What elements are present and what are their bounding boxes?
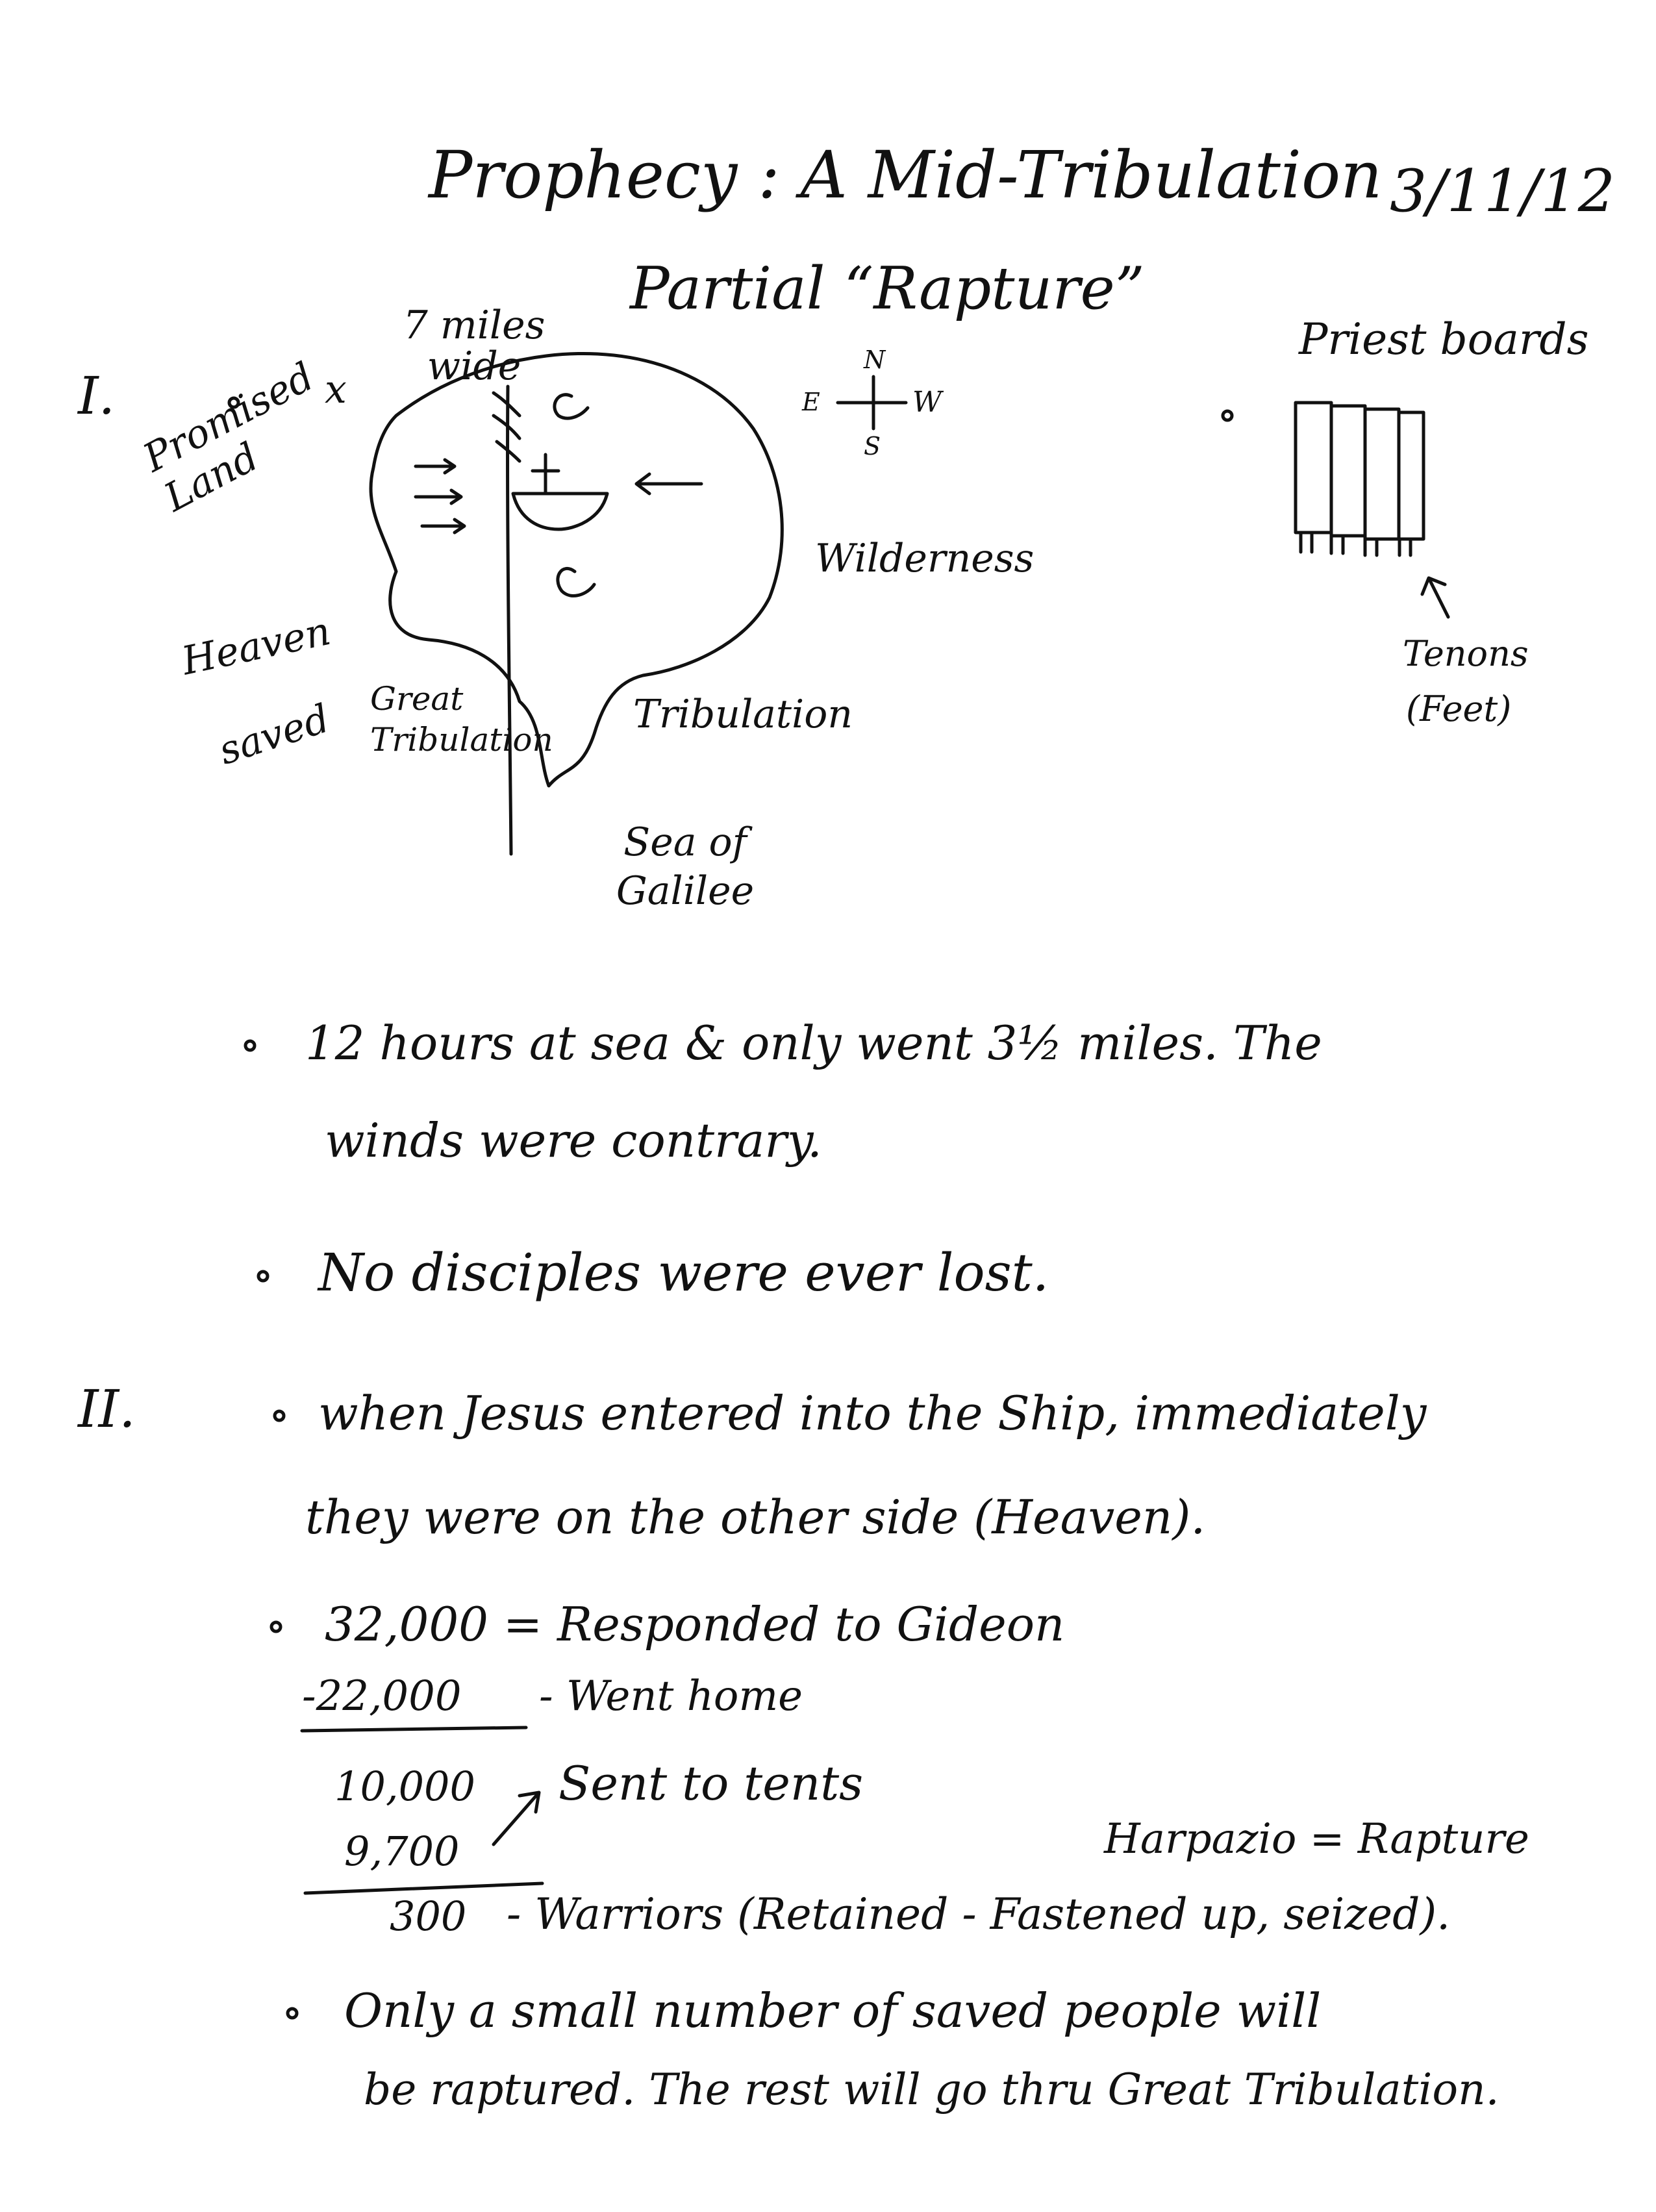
bullet-1-line-2: winds were contrary.: [325, 1113, 822, 1168]
feet-label: (Feet): [1406, 688, 1512, 729]
compass-w: W: [912, 386, 942, 419]
gideon-row-2-number: -22,000: [302, 1672, 462, 1720]
tenons-arrow: [1420, 576, 1450, 619]
section-1-numeral: I.: [78, 366, 116, 426]
great-tribulation-label: Great Tribulation: [370, 680, 553, 759]
harpazio-label: Harpazio = Rapture: [1104, 1815, 1529, 1863]
gideon-row-4-number: 9,700: [344, 1828, 460, 1875]
date: 3/11/12: [1390, 157, 1615, 225]
tenons-label: Tenons: [1403, 633, 1529, 674]
gideon-row-5-number: 300: [390, 1892, 467, 1940]
gideon-row-5-text: - Warriors (Retained - Fastened up, seiz…: [507, 1889, 1451, 1939]
priest-boards-icon: [1294, 401, 1425, 557]
page-title: Prophecy : A Mid-Tribulation: [429, 137, 1383, 213]
gideon-row-3-text: Sent to tents: [558, 1756, 864, 1811]
compass-e: E: [802, 388, 820, 416]
boat: [511, 492, 609, 531]
dividing-line: [506, 384, 513, 856]
cross-mast: [531, 453, 560, 496]
wilderness-label: Wilderness: [815, 536, 1035, 581]
priest-boards-label: Priest boards: [1299, 314, 1589, 364]
compass-s: S: [864, 432, 881, 460]
section-2-bullet-1-line-2: they were on the other side (Heaven).: [305, 1490, 1206, 1544]
gideon-row-2-text: - Went home: [539, 1672, 803, 1720]
sea-outline: [369, 352, 784, 788]
section-2-bullet-3-line-2: be raptured. The rest will go thru Great…: [364, 2065, 1499, 2115]
page-subtitle: Partial “Rapture”: [630, 255, 1145, 323]
wave-mark-1: [553, 393, 590, 420]
compass-n: N: [864, 346, 886, 374]
section-2-numeral: II.: [78, 1379, 136, 1439]
gideon-row-1: 32,000 = Responded to Gideon: [325, 1597, 1065, 1652]
gideon-row-3-number: 10,000: [334, 1763, 475, 1810]
bullet-2: No disciples were ever lost.: [318, 1242, 1049, 1303]
sea-of-galilee-label: Sea of Galilee: [616, 820, 755, 914]
section-2-bullet-1-line-1: when Jesus entered into the Ship, immedi…: [318, 1386, 1427, 1440]
compass-icon: [836, 375, 908, 431]
width-label: 7 miles wide: [403, 303, 546, 389]
x-mark: x: [325, 367, 347, 412]
tribulation-label: Tribulation: [633, 692, 853, 737]
bullet-1-line-1: 12 hours at sea & only went 3½ miles. Th…: [305, 1016, 1322, 1070]
section-2-bullet-3-line-1: Only a small number of saved people will: [344, 1983, 1322, 2038]
wave-mark-2: [556, 566, 596, 597]
